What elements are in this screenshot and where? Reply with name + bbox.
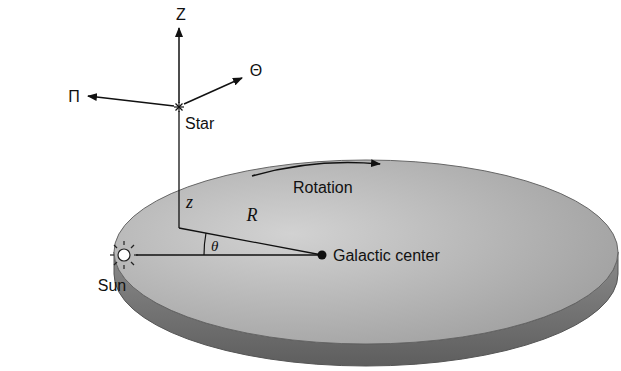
angle-arc (204, 233, 206, 255)
sun-line (136, 254, 322, 255)
rotation-arrow (252, 163, 380, 177)
axis-label: Π (68, 88, 80, 106)
object-label: Galactic center (333, 247, 440, 265)
axis-label: Θ (250, 62, 262, 80)
radius-line (179, 228, 322, 255)
height-line (178, 111, 179, 228)
angle-label: θ (211, 238, 218, 255)
rotation-label: Rotation (293, 179, 353, 197)
sun-symbol (110, 241, 138, 269)
star-symbol (174, 102, 184, 112)
radius-label: R (247, 206, 258, 226)
object-label: Star (185, 115, 214, 133)
object-label: Sun (98, 277, 126, 295)
pi-axis-arrow (88, 96, 174, 106)
theta-axis-arrow (184, 78, 242, 104)
height-label: z (186, 193, 193, 213)
axis-label: Z (176, 6, 186, 24)
center-dot (318, 251, 327, 260)
disk-top (114, 160, 618, 344)
z-axis-arrow (178, 28, 180, 103)
